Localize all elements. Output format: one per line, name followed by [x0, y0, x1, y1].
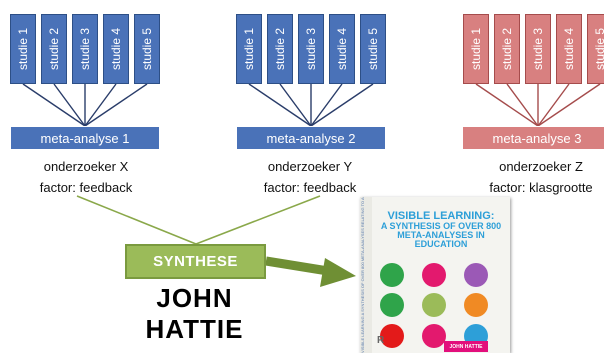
arrow-shaft	[265, 256, 329, 276]
study-box: studie 4	[329, 14, 355, 84]
study-box: studie 3	[298, 14, 324, 84]
meta-analysis-box: meta-analyse 2	[236, 126, 386, 150]
book-spine	[360, 197, 372, 353]
book-circle	[422, 293, 446, 317]
study-to-meta-line	[537, 83, 601, 127]
author-first-name: JOHN	[156, 283, 233, 313]
study-to-meta-line	[84, 83, 148, 127]
book-title: VISIBLE LEARNING: A SYNTHESIS OF OVER 80…	[374, 210, 508, 249]
researcher-label: onderzoeker Y	[267, 159, 353, 174]
study-to-meta-line	[506, 83, 539, 127]
study-box: studie 1	[10, 14, 36, 84]
study-box: studie 4	[556, 14, 582, 84]
book-circle	[422, 263, 446, 287]
arrow-head	[320, 258, 356, 287]
book-circle	[464, 263, 488, 287]
study-to-meta-line	[22, 83, 86, 127]
study-to-meta-line	[310, 83, 374, 127]
study-box: studie 5	[587, 14, 604, 84]
researcher-label: onderzoeker Z	[499, 159, 583, 174]
book-title-main: VISIBLE LEARNING:	[387, 210, 495, 222]
study-box: studie 5	[134, 14, 160, 84]
book-circle	[380, 263, 404, 287]
connector-line-meta2-synthese	[195, 195, 321, 245]
study-to-meta-line	[53, 83, 86, 127]
publisher-logo: R	[377, 335, 385, 346]
book-circle	[380, 293, 404, 317]
study-to-meta-line	[84, 83, 117, 127]
researcher-label: onderzoeker X	[43, 159, 129, 174]
meta-analysis-box: meta-analyse 1	[10, 126, 160, 150]
study-box: studie 2	[267, 14, 293, 84]
study-to-meta-line	[537, 83, 570, 127]
factor-label: factor: klasgrootte	[489, 180, 593, 195]
factor-label: factor: feedback	[39, 180, 133, 195]
meta-analysis-box: meta-analyse 3	[462, 126, 604, 150]
study-box: studie 1	[463, 14, 489, 84]
study-box: studie 4	[103, 14, 129, 84]
study-to-meta-line	[310, 83, 343, 127]
book-author: JOHN HATTIE	[444, 341, 488, 352]
study-to-meta-line	[248, 83, 312, 127]
author-last-name: HATTIE	[145, 314, 244, 344]
study-box: studie 2	[41, 14, 67, 84]
synthesis-box: SYNTHESE	[125, 244, 266, 279]
study-to-meta-line	[475, 83, 539, 127]
factor-label: factor: feedback	[263, 180, 357, 195]
study-box: studie 5	[360, 14, 386, 84]
study-to-meta-line	[279, 83, 312, 127]
study-box: studie 1	[236, 14, 262, 84]
study-box: studie 2	[494, 14, 520, 84]
study-box: studie 3	[72, 14, 98, 84]
book-subtitle: A SYNTHESIS OF OVER 800 META-ANALYSES IN…	[380, 221, 502, 249]
study-box: studie 3	[525, 14, 551, 84]
connector-line-meta1-synthese	[76, 195, 197, 245]
book-circle	[380, 324, 404, 348]
book-circle	[464, 293, 488, 317]
book-cover: VISIBLE LEARNING A SYNTHESIS OF OVER 800…	[360, 197, 510, 353]
book-circle	[422, 324, 446, 348]
